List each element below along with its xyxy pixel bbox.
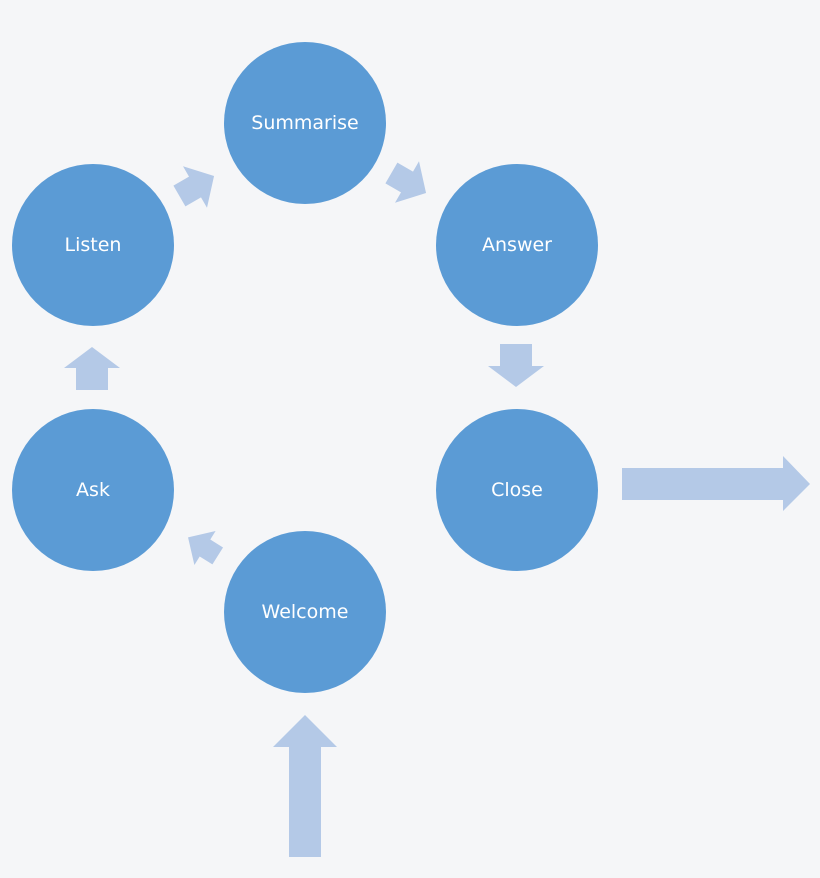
node-answer: Answer	[436, 164, 598, 326]
node-answer-label: Answer	[482, 234, 552, 256]
exit-arrow	[622, 456, 810, 511]
arrow-ask-to-listen	[64, 347, 120, 390]
arrow-listen-to-summarise	[173, 166, 215, 208]
node-close-label: Close	[491, 479, 543, 501]
arrow-welcome-to-ask	[188, 531, 224, 565]
node-summarise-label: Summarise	[251, 112, 359, 134]
entry-arrow	[273, 715, 337, 857]
node-listen: Listen	[12, 164, 174, 326]
node-close: Close	[436, 409, 598, 571]
node-ask: Ask	[12, 409, 174, 571]
node-summarise: Summarise	[224, 42, 386, 204]
node-welcome-label: Welcome	[261, 601, 349, 623]
arrow-summarise-to-answer	[385, 161, 427, 203]
node-welcome: Welcome	[224, 531, 386, 693]
arrow-answer-to-close	[488, 344, 544, 387]
node-listen-label: Listen	[64, 234, 122, 256]
node-ask-label: Ask	[76, 479, 110, 501]
